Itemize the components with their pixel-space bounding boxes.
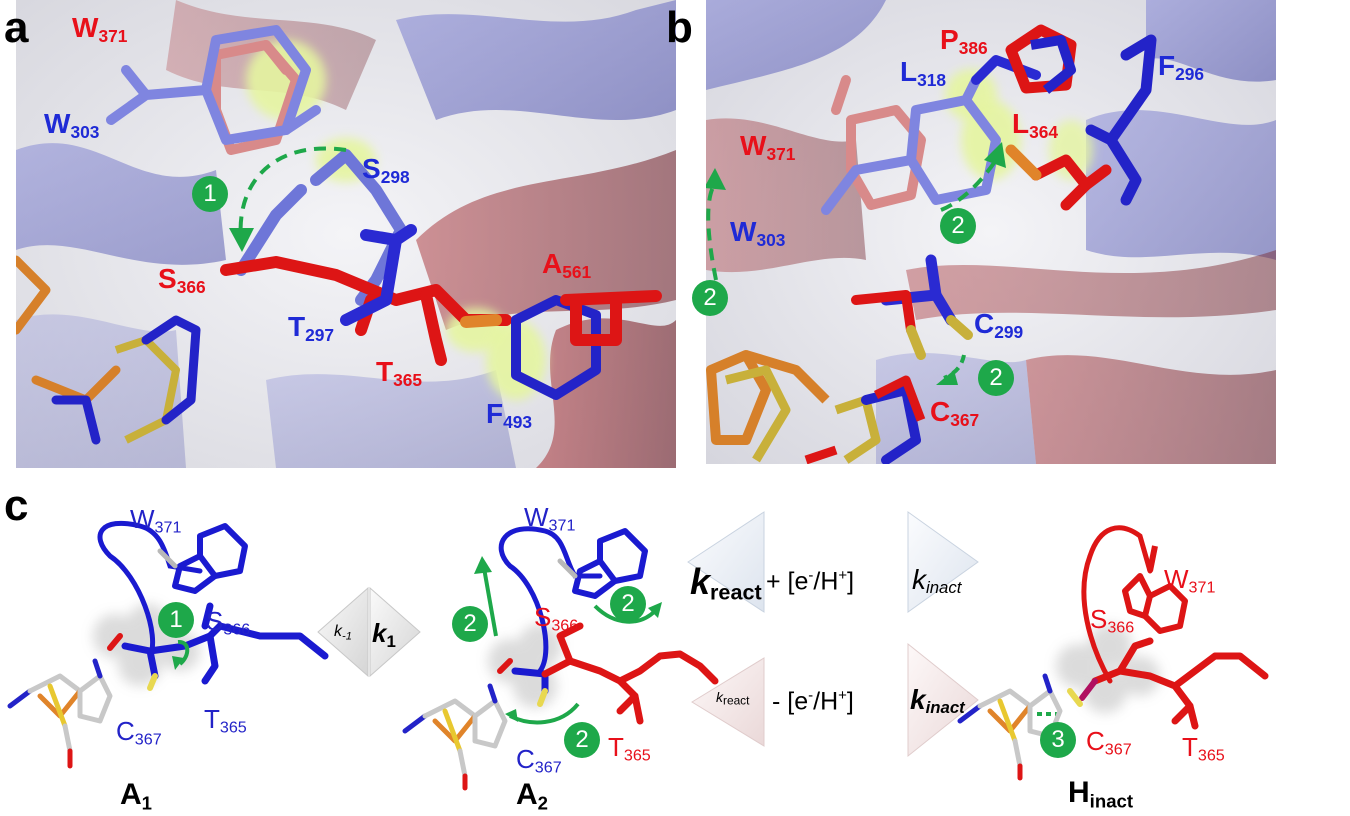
rate-k-react-bottom: kreact — [716, 689, 750, 708]
step-marker-1-c: 1 — [158, 602, 194, 638]
step-marker-2-b-left: 2 — [692, 280, 728, 316]
residue-label-f296-b: F296 — [1158, 50, 1205, 84]
residue-label-l318-b: L318 — [900, 56, 947, 90]
electron-proton-plus: + [e-/H+] — [766, 567, 855, 596]
step-marker-2-c-right: 2 — [610, 586, 646, 622]
rate-k-inact-bottom: kinact — [910, 684, 965, 718]
step-marker-3-c: 3 — [1040, 722, 1076, 758]
step-marker-2-b-center: 2 — [940, 208, 976, 244]
residue-label-c367-a1: C367 — [116, 716, 162, 749]
step-marker-2-c-left: 2 — [452, 606, 488, 642]
residue-label-s366-a1: S366 — [206, 606, 251, 639]
residue-label-w303-a: W303 — [44, 108, 100, 142]
residue-label-l364-b: L364 — [1012, 108, 1059, 142]
panel-b-structure — [706, 0, 1276, 464]
state-label-a2: A2 — [516, 778, 549, 814]
residue-label-w371-a1: W371 — [130, 504, 182, 537]
rate-k-react-top: kreact — [690, 561, 762, 605]
residue-label-w303-b: W303 — [730, 216, 786, 250]
residue-label-w371-a: W371 — [72, 12, 128, 46]
residue-label-c299-b: C299 — [974, 308, 1024, 342]
residue-label-s366-a2: S366 — [534, 602, 579, 635]
state-label-h-inact: Hinact — [1068, 776, 1134, 812]
panel-b-render — [706, 0, 1276, 464]
residue-label-a561-a: A561 — [542, 248, 592, 282]
residue-label-c367-a2: C367 — [516, 744, 562, 777]
panel-a-structure — [16, 0, 676, 468]
panel-c-scheme — [7, 511, 1269, 791]
residue-label-c367-h: C367 — [1086, 726, 1132, 759]
residue-label-p386-b: P386 — [940, 24, 988, 58]
residue-label-w371-h: W371 — [1164, 564, 1216, 597]
structure-a2 — [402, 526, 719, 791]
residue-label-t297-a: T297 — [288, 311, 335, 345]
state-label-a1: A1 — [120, 778, 153, 814]
residue-label-f493-a: F493 — [486, 398, 533, 432]
rate-k1: k1 — [372, 618, 396, 652]
rate-k-inact-top: kinact — [912, 564, 962, 598]
transition-arrows — [687, 511, 979, 758]
residue-label-t365-a2: T365 — [608, 732, 651, 765]
residue-label-c367-b: C367 — [930, 396, 980, 430]
step-marker-2-c-bottom: 2 — [564, 722, 600, 758]
residue-label-w371-b: W371 — [740, 130, 796, 164]
rate-k-minus1: k-1 — [334, 623, 352, 643]
residue-label-s366-a: S366 — [158, 263, 206, 297]
residue-label-t365-h: T365 — [1182, 732, 1225, 765]
residue-label-s298-a: S298 — [362, 153, 410, 187]
structure-a1 — [7, 520, 329, 769]
step-marker-1-a: 1 — [192, 176, 228, 212]
residue-label-t365-a: T365 — [376, 356, 423, 390]
structure-h-inact — [957, 525, 1269, 781]
equilibrium-a1-a2 — [317, 586, 421, 678]
residue-label-w371-a2: W371 — [524, 502, 576, 535]
residue-label-s366-h: S366 — [1090, 604, 1135, 637]
panel-b-letter: b — [666, 3, 693, 52]
residue-label-t365-a1: T365 — [204, 704, 247, 737]
step-marker-2-b-bottom: 2 — [978, 360, 1014, 396]
panel-a-letter: a — [4, 3, 29, 52]
electron-proton-minus: - [e-/H+] — [772, 687, 854, 716]
panel-c-letter: c — [4, 481, 29, 530]
panel-a-render — [16, 0, 676, 468]
